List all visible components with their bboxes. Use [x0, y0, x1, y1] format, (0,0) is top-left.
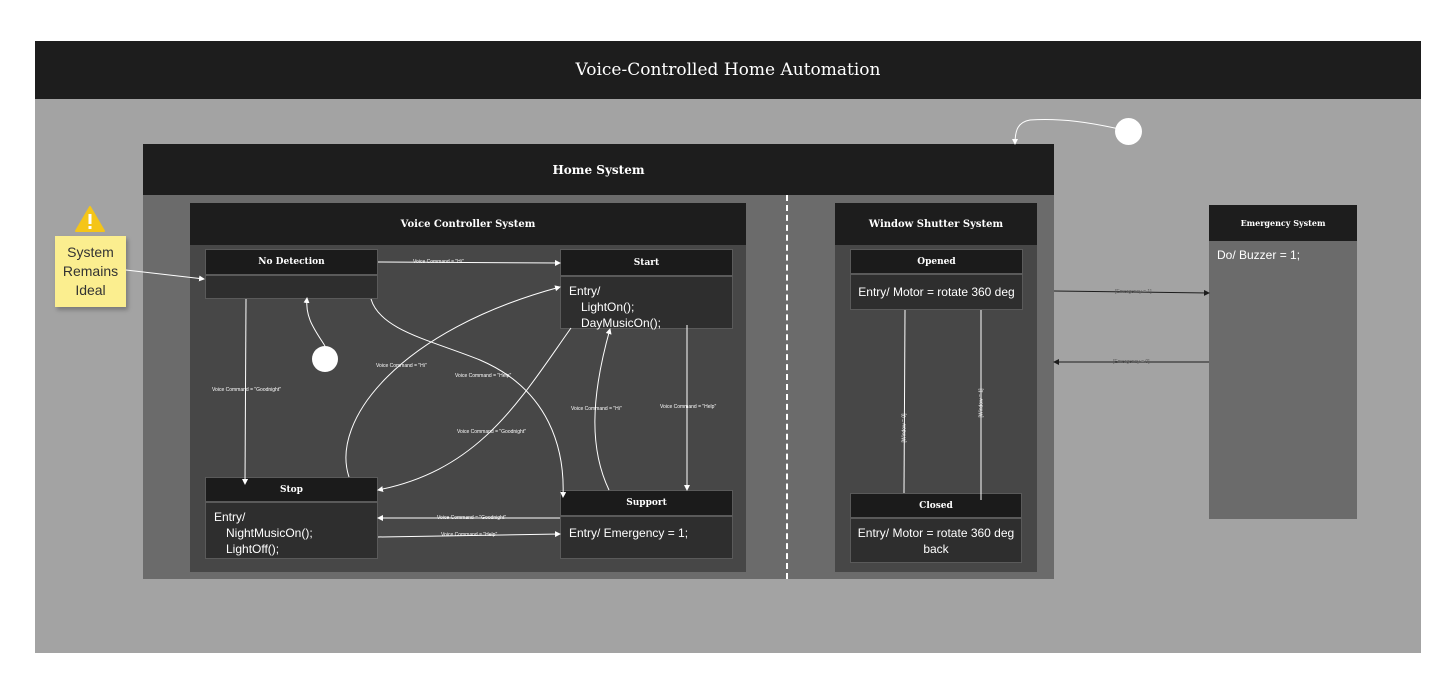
region-divider	[786, 195, 788, 579]
state-start-header[interactable]: Start	[560, 249, 733, 276]
start-action-light-on: LightOn();	[581, 300, 635, 314]
state-start-body[interactable]: Entry/ LightOn(); DayMusicOn();	[560, 276, 733, 330]
start-action-day-music: DayMusicOn();	[581, 316, 662, 330]
stop-action-night-music: NightMusicOn();	[226, 526, 313, 540]
emergency-system-title: Emergency System	[1209, 205, 1357, 241]
label-nd-to-stop: Voice Command = "Goodnight"	[212, 387, 282, 393]
label-nd-to-support: Voice Command = "Help"	[455, 373, 512, 379]
warning-icon	[75, 206, 105, 232]
label-to-emergency: [Emergency = 1]	[1115, 289, 1152, 295]
label-from-emergency: [Emergency = 0]	[1113, 359, 1150, 365]
stop-entry-label: Entry/	[214, 510, 246, 524]
voice-controller-title: Voice Controller System	[190, 203, 746, 245]
label-start-to-stop: Voice Command = "Goodnight"	[457, 429, 527, 435]
state-no-detection-body[interactable]	[205, 275, 378, 299]
start-entry-label: Entry/	[569, 284, 601, 298]
window-shutter-title: Window Shutter System	[835, 203, 1037, 245]
state-stop-header[interactable]: Stop	[205, 477, 378, 502]
label-support-to-stop: Voice Command = "Goodnight"	[437, 515, 507, 521]
home-system-title: Home System	[143, 144, 1054, 195]
state-support-header[interactable]: Support	[560, 490, 733, 516]
state-closed-body[interactable]: Entry/ Motor = rotate 360 deg back	[850, 518, 1022, 563]
diagram-title: Voice-Controlled Home Automation	[35, 41, 1421, 99]
label-nd-to-start: Voice Command = "Hi"	[413, 259, 464, 265]
label-support-to-start: Voice Command = "Hi"	[571, 406, 622, 412]
label-stop-to-start: Voice Command = "Hi"	[376, 363, 427, 369]
state-closed-header[interactable]: Closed	[850, 493, 1022, 518]
initial-state-marker	[312, 346, 338, 372]
state-stop-body[interactable]: Entry/ NightMusicOn(); LightOff();	[205, 502, 378, 559]
state-opened-header[interactable]: Opened	[850, 249, 1023, 274]
initial-state-marker-home	[1115, 118, 1142, 145]
state-no-detection-header[interactable]: No Detection	[205, 249, 378, 275]
label-start-to-support: Voice Command = "Help"	[660, 404, 717, 410]
stop-action-light-off: LightOff();	[226, 542, 280, 556]
label-open-to-closed: [Window = 0]	[901, 413, 908, 443]
emergency-system-body[interactable]: Do/ Buzzer = 1;	[1209, 241, 1357, 519]
label-closed-to-open: [Window = 1]	[978, 388, 985, 418]
state-opened-body[interactable]: Entry/ Motor = rotate 360 deg	[850, 274, 1023, 310]
sticky-note[interactable]: System Remains Ideal	[55, 236, 126, 307]
state-support-body[interactable]: Entry/ Emergency = 1;	[560, 516, 733, 559]
label-stop-to-support: Voice Command = "Help"	[441, 532, 498, 538]
